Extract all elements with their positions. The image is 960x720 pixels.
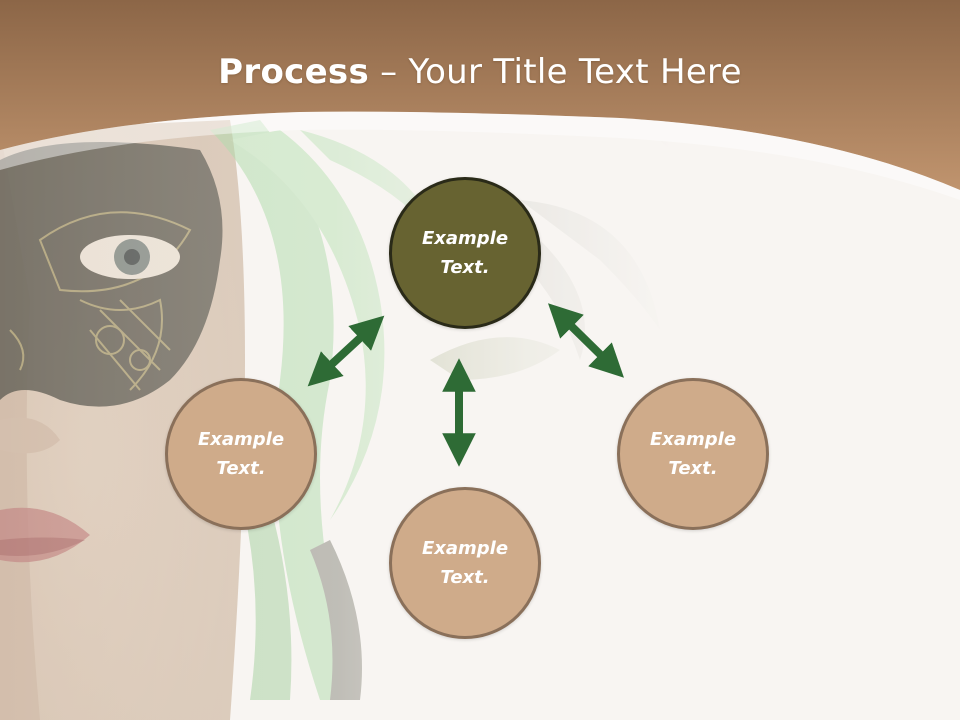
title-rest-text: – Your Title Text Here	[369, 52, 742, 92]
process-circle-right-label: Example Text.	[649, 429, 737, 479]
process-circle-top: Example Text.	[389, 177, 541, 329]
slide-title: Process – Your Title Text Here	[0, 52, 960, 92]
process-circle-left-label: Example Text.	[197, 429, 285, 479]
process-circle-bottom-label: Example Text.	[421, 538, 509, 588]
process-circle-left: Example Text.	[165, 378, 317, 530]
process-circle-bottom: Example Text.	[389, 487, 541, 639]
process-circle-right: Example Text.	[617, 378, 769, 530]
process-circle-top-label: Example Text.	[421, 228, 509, 278]
title-bold-word: Process	[218, 52, 370, 92]
